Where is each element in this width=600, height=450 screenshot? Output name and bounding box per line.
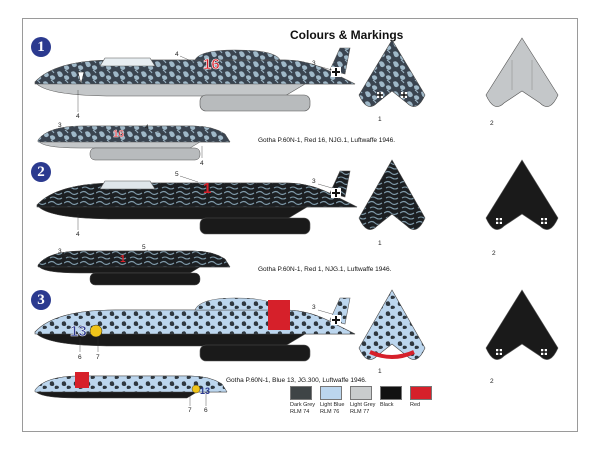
legend-swatch bbox=[410, 386, 432, 400]
plan-label-2: 2 bbox=[492, 250, 496, 257]
callout-4: 4 bbox=[175, 51, 179, 58]
callout-6: 6 bbox=[78, 354, 82, 361]
callout-3: 3 bbox=[58, 122, 62, 129]
callout-7: 7 bbox=[188, 407, 192, 414]
profile-2-badge: 2 bbox=[31, 162, 51, 182]
legend-label: Black bbox=[380, 402, 394, 408]
profile-2-plan-bottom bbox=[485, 159, 559, 230]
profile-2-caption: Gotha P.60N-1, Red 1, NJG.1, Luftwaffe 1… bbox=[258, 266, 392, 273]
profile-2-code: 1 bbox=[203, 180, 211, 197]
callout-3: 3 bbox=[58, 248, 62, 255]
plan-label-2: 2 bbox=[490, 378, 494, 385]
plan-label-2: 2 bbox=[490, 120, 494, 127]
profile-1-side-view-small: 16 bbox=[37, 125, 231, 161]
profile-3-badge: 3 bbox=[31, 290, 51, 310]
legend-label: Red bbox=[410, 402, 421, 408]
callout-5: 5 bbox=[142, 244, 146, 251]
profile-3-plan-bottom bbox=[485, 289, 559, 360]
profile-1-plan-bottom bbox=[485, 37, 559, 107]
profile-1-badge: 1 bbox=[31, 37, 51, 57]
callout-3: 3 bbox=[312, 304, 316, 311]
profile-2-side-view: 1 bbox=[36, 170, 358, 235]
callout-6: 6 bbox=[204, 407, 208, 414]
callout-5: 5 bbox=[175, 171, 179, 178]
svg-text:1: 1 bbox=[120, 254, 126, 265]
legend-swatch bbox=[380, 386, 402, 400]
svg-text:13: 13 bbox=[200, 386, 210, 396]
plan-label-1: 1 bbox=[378, 240, 382, 247]
profile-2-side-view-small: 1 bbox=[37, 250, 231, 286]
legend-item: Dark Grey RLM 74 bbox=[290, 386, 316, 415]
callout-4: 4 bbox=[145, 124, 149, 131]
legend-item: Red bbox=[410, 386, 436, 415]
callout-4: 4 bbox=[200, 160, 204, 167]
svg-text:16: 16 bbox=[113, 129, 125, 140]
callout-leader-lines bbox=[61, 55, 333, 406]
callout-4: 4 bbox=[76, 231, 80, 238]
callout-3: 3 bbox=[312, 178, 316, 185]
legend-swatch bbox=[320, 386, 342, 400]
legend-swatch bbox=[350, 386, 372, 400]
profile-1-caption: Gotha P.60N-1, Red 16, NJG.1, Luftwaffe … bbox=[258, 137, 396, 144]
page-title: Colours & Markings bbox=[290, 28, 404, 42]
plan-label-1: 1 bbox=[378, 368, 382, 375]
legend-swatch bbox=[290, 386, 312, 400]
profile-1-plan-top bbox=[358, 39, 426, 107]
callout-3: 3 bbox=[312, 60, 316, 67]
callout-7: 7 bbox=[96, 354, 100, 361]
callout-4: 4 bbox=[76, 113, 80, 120]
profile-2-plan-top bbox=[358, 159, 426, 230]
profile-3-side-view-small: 13 bbox=[34, 372, 228, 399]
profile-1-side-view: 16 bbox=[34, 47, 356, 112]
plan-label-1: 1 bbox=[378, 116, 382, 123]
profile-3-side-view: 13 bbox=[34, 297, 356, 362]
profile-3-caption: Gotha P.60N-1, Blue 13, JG.300, Luftwaff… bbox=[226, 377, 367, 384]
legend-item: Light Blue RLM 76 bbox=[320, 386, 346, 415]
legend-label: Light Grey RLM 77 bbox=[350, 402, 376, 415]
profile-3-code: 13 bbox=[70, 323, 87, 340]
profile-3-plan-top bbox=[358, 289, 426, 360]
legend-item: Black bbox=[380, 386, 406, 415]
legend-label: Light Blue RLM 76 bbox=[320, 402, 345, 415]
legend-label: Dark Grey RLM 74 bbox=[290, 402, 316, 415]
colour-legend: Dark Grey RLM 74 Light Blue RLM 76 Light… bbox=[290, 386, 436, 415]
profile-1-code: 16 bbox=[203, 56, 220, 73]
legend-item: Light Grey RLM 77 bbox=[350, 386, 376, 415]
